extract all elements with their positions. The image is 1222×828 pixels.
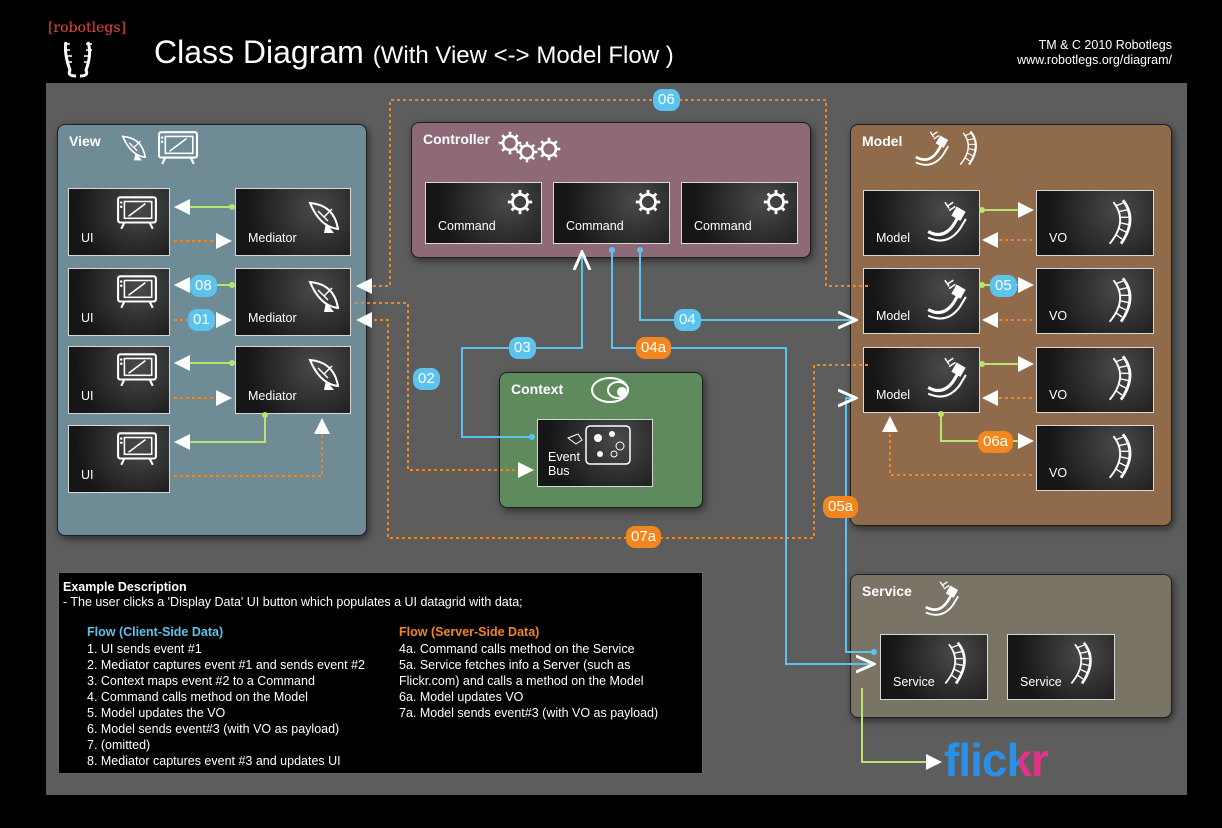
credit-line-1: TM & C 2010 Robotlegs (1038, 38, 1172, 52)
vo-box-2: VO (1036, 268, 1154, 334)
vo-label: VO (1049, 231, 1068, 245)
context-panel-title: Context (511, 381, 564, 397)
page-title: Class Diagram (With View <-> Model Flow … (154, 34, 674, 71)
badge-04: 04 (674, 309, 701, 331)
server-flow: Flow (Server-Side Data) 4a. Command call… (399, 624, 658, 721)
model-label: Model (876, 231, 911, 245)
flickr-logo-text: flickr (944, 734, 1049, 786)
service-box-2: Service (1007, 634, 1115, 700)
server-step: 5a. Service fetches info a Server (such … (399, 658, 631, 672)
flickr-logo: flickr (944, 733, 1049, 787)
robot-arm-icon (914, 130, 950, 166)
ui-label: UI (81, 311, 94, 325)
client-flow: Flow (Client-Side Data) 1. UI sends even… (87, 624, 365, 769)
view-panel-title: View (69, 133, 101, 149)
badge-04a: 04a (636, 337, 672, 359)
service-label: Service (1020, 675, 1062, 689)
client-step: 2. Mediator captures event #1 and sends … (87, 658, 365, 672)
mediator-box-3: Mediator (235, 346, 351, 414)
server-step: Flickr.com) and calls a method on the Mo… (399, 674, 644, 688)
badge-01: 01 (188, 309, 215, 331)
service-box-1: Service (880, 634, 988, 700)
badge-06a: 06a (978, 431, 1014, 453)
example-description: Example Description - The user clicks a … (58, 572, 703, 774)
command-box-1: Command (425, 182, 542, 244)
client-step: 5. Model updates the VO (87, 706, 226, 720)
event-bus-icon (566, 425, 631, 465)
mediator-label: Mediator (248, 231, 297, 245)
command-box-3: Command (681, 182, 798, 244)
gear-icon (536, 136, 562, 162)
description-heading: Example Description (63, 580, 187, 594)
coil-icon (959, 130, 978, 166)
model-label: Model (876, 309, 911, 323)
server-step: 4a. Command calls method on the Service (399, 642, 635, 656)
badge-06: 06 (653, 89, 680, 111)
server-step: 7a. Model sends event#3 (with VO as payl… (399, 706, 659, 720)
command-label: Command (694, 219, 752, 233)
mediator-label: Mediator (248, 389, 297, 403)
mediator-box-2: Mediator (235, 268, 351, 336)
client-step: 8. Mediator captures event #3 and update… (87, 754, 341, 768)
badge-03: 03 (509, 337, 536, 359)
ui-label: UI (81, 468, 94, 482)
client-flow-title: Flow (Client-Side Data) (87, 625, 224, 639)
robot-legs-icon (64, 41, 92, 78)
ui-label: UI (81, 389, 94, 403)
credit-line-2: www.robotlegs.org/diagram/ (1017, 53, 1172, 67)
command-label: Command (566, 219, 624, 233)
client-step: 4. Command calls method on the Model (87, 690, 308, 704)
controller-panel-title: Controller (423, 131, 490, 147)
service-panel-title: Service (862, 583, 912, 599)
event-bus-box: Event Bus (537, 419, 653, 487)
badge-05a: 05a (823, 496, 859, 518)
logo-text: [robotlegs] (48, 20, 126, 36)
model-box-1: Model (863, 190, 980, 256)
model-panel-title: Model (862, 133, 903, 149)
badge-02: 02 (413, 368, 440, 390)
mediator-label: Mediator (248, 311, 297, 325)
vo-label: VO (1049, 466, 1068, 480)
ui-label: UI (81, 231, 94, 245)
satellite-dish-icon (122, 135, 146, 162)
client-step: 1. UI sends event #1 (87, 642, 202, 656)
vo-box-4: VO (1036, 425, 1154, 491)
monitor-icon (157, 131, 199, 165)
badge-08: 08 (190, 275, 217, 297)
model-box-3: Model (863, 347, 980, 413)
vo-label: VO (1049, 388, 1068, 402)
mediator-box-1: Mediator (235, 188, 351, 256)
vo-box-3: VO (1036, 347, 1154, 413)
robotlegs-logo: [robotlegs] (48, 20, 126, 86)
command-box-2: Command (553, 182, 670, 244)
title-subtitle: (With View <-> Model Flow ) (372, 42, 674, 69)
event-bus-label: Event Bus (548, 450, 580, 478)
client-step: 3. Context maps event #2 to a Command (87, 674, 315, 688)
badge-07a: 07a (626, 526, 662, 548)
description-intro: - The user clicks a 'Display Data' UI bu… (63, 595, 523, 609)
server-flow-title: Flow (Server-Side Data) (399, 625, 540, 639)
gear-icon (515, 140, 539, 164)
credits: TM & C 2010 Robotlegs www.robotlegs.org/… (1017, 38, 1172, 68)
server-step: 6a. Model updates VO (399, 690, 524, 704)
title-main: Class Diagram (154, 34, 364, 70)
model-label: Model (876, 388, 911, 402)
robot-arm-icon (924, 580, 960, 616)
vo-box-1: VO (1036, 190, 1154, 256)
model-box-2: Model (863, 268, 980, 334)
service-label: Service (893, 675, 935, 689)
command-label: Command (438, 219, 496, 233)
vo-label: VO (1049, 309, 1068, 323)
client-step: 7. (omitted) (87, 738, 151, 752)
badge-05: 05 (990, 275, 1017, 297)
context-spiral-icon (591, 377, 629, 403)
client-step: 6. Model sends event#3 (with VO as paylo… (87, 722, 340, 736)
